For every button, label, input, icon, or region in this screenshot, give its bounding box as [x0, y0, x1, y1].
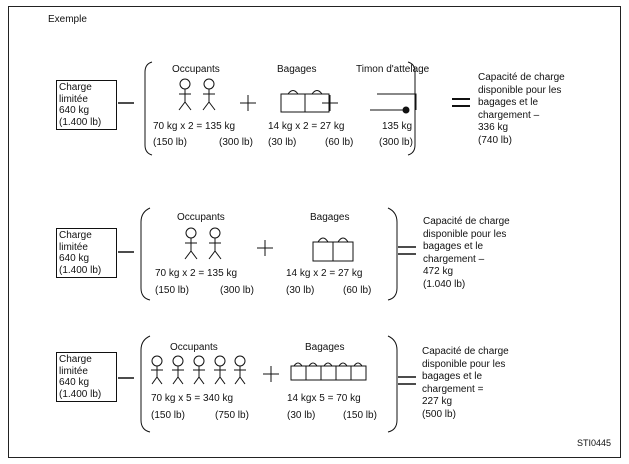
occupants-lb: (150 lb)	[151, 410, 185, 421]
left-bracket	[140, 335, 151, 433]
occupants-kg: 70 kg x 5 = 340 kg	[151, 393, 234, 404]
title: Exemple	[48, 14, 87, 25]
person-icon	[184, 227, 198, 260]
right-bracket	[407, 61, 416, 156]
left-bracket	[144, 61, 153, 156]
figure-code: STI0445	[577, 438, 612, 448]
person-icon	[151, 355, 163, 385]
plus-sign	[322, 95, 338, 111]
luggage-label: Bagages	[305, 342, 345, 353]
person-icon	[172, 355, 184, 385]
tongue-kg: 135 kg	[382, 121, 413, 132]
plus-sign	[240, 95, 256, 111]
equals-sign	[398, 246, 416, 255]
luggage-total-lb: (60 lb)	[343, 285, 372, 296]
luggage-kg: 14 kg x 2 = 27 kg	[268, 121, 345, 132]
tongue-label: Timon d'attelage	[356, 64, 430, 75]
occupants-lb: (150 lb)	[155, 285, 189, 296]
occupants-total-lb: (750 lb)	[215, 410, 249, 421]
luggage-label: Bagages	[277, 64, 317, 75]
luggage-label: Bagages	[310, 212, 350, 223]
occupants-lb: (150 lb)	[153, 137, 187, 148]
equals-sign	[452, 98, 470, 107]
luggage-lb: (30 lb)	[286, 285, 315, 296]
tongue-lb: (300 lb)	[379, 137, 413, 148]
person-icon	[214, 355, 226, 385]
luggage-icon	[290, 362, 367, 381]
trailer-tongue-icon	[370, 93, 417, 114]
luggage-total-lb: (150 lb)	[343, 410, 377, 421]
person-icon	[178, 78, 192, 111]
frame	[8, 6, 621, 458]
person-icon	[208, 227, 222, 260]
occupants-kg: 70 kg x 2 = 135 kg	[153, 121, 236, 132]
occupants-label: Occupants	[170, 342, 218, 353]
person-icon	[202, 78, 216, 111]
occupants-label: Occupants	[177, 212, 225, 223]
equals-sign	[398, 376, 416, 385]
luggage-lb: (30 lb)	[287, 410, 316, 421]
luggage-total-lb: (60 lb)	[325, 137, 354, 148]
luggage-kg: 14 kg x 2 = 27 kg	[286, 268, 363, 279]
occupants-total-lb: (300 lb)	[219, 137, 253, 148]
plus-sign	[257, 240, 273, 256]
occupants-total-lb: (300 lb)	[220, 285, 254, 296]
occupants-label: Occupants	[172, 64, 220, 75]
luggage-kg: 14 kgx 5 = 70 kg	[287, 393, 361, 404]
person-icon	[234, 355, 246, 385]
plus-sign	[263, 366, 279, 382]
right-bracket	[387, 335, 398, 433]
luggage-icon	[312, 237, 354, 262]
right-bracket	[387, 207, 398, 301]
occupants-kg: 70 kg x 2 = 135 kg	[155, 268, 238, 279]
luggage-lb: (30 lb)	[268, 137, 297, 148]
left-bracket	[140, 207, 151, 301]
person-icon	[193, 355, 205, 385]
